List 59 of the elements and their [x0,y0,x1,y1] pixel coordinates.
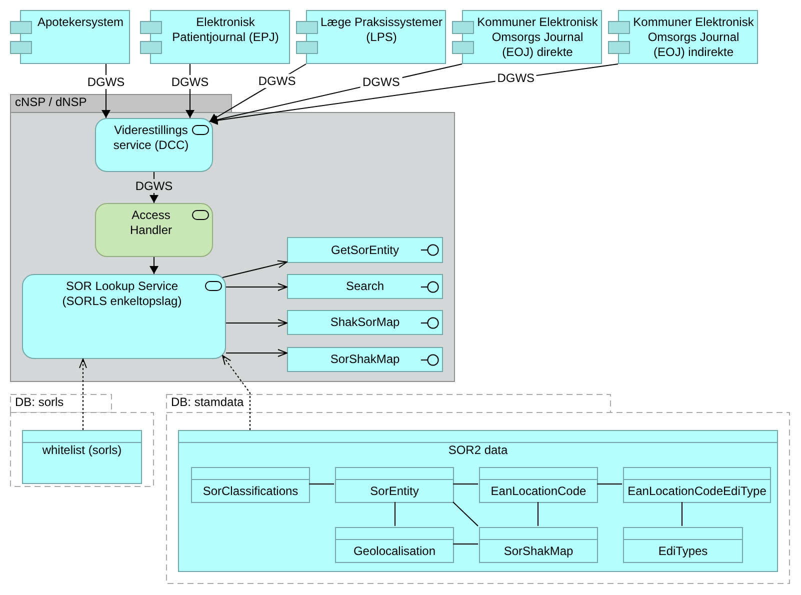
table-box [191,467,310,503]
component-label: Kommuner Elektronisk Omsorgs Journal (EOJ) direkte [476,15,599,60]
package-frame [10,94,455,382]
edge-label: DGWS [169,74,211,89]
table-name: SorEntity [370,484,419,498]
interface-label: Search [346,279,384,294]
service-label: Viderestillings service (DCC) [112,123,190,153]
table-name: Geolocalisation [353,544,436,558]
dotted-arrow [79,358,87,430]
package-title: DB: sorls [15,395,64,410]
table-name: SOR2 data [448,443,508,458]
arrow [222,260,288,278]
table-box [335,467,454,503]
service-box [95,203,213,257]
edge-label: DGWS [133,178,175,193]
component-label: Elektronisk Patientjournal (EPJ) [171,15,280,45]
interface-label: GetSorEntity [330,242,400,258]
interface-box [287,237,443,263]
edge-label: DGWS [85,74,127,89]
table-box [178,430,778,572]
edge-label: DGWS [495,71,537,86]
dotted-arrow [222,355,250,430]
package-title: DB: stamdata [171,395,244,410]
service-box [95,118,213,172]
arrow [226,319,288,327]
table-box [22,430,142,484]
package-title: cNSP / dNSP [15,95,87,110]
table-box [623,467,771,503]
arrow [226,349,288,357]
arrow [209,64,618,125]
arrow [226,283,288,291]
table-name: SorShakMap [504,544,574,558]
dashed-package-frame [166,394,790,584]
table-name: whitelist (sorls) [42,443,122,458]
table-name: SorClassifications [202,484,298,498]
interface-label: SorShakMap [330,352,400,367]
interface-box [287,310,443,335]
table-box [479,467,598,503]
dashed-package-frame [10,394,154,487]
table-name: EdiTypes [658,544,708,558]
service-label: SOR Lookup Service (SORLS enkeltopslag) [61,279,183,309]
connector-line [394,502,396,526]
component-label: Kommuner Elektronisk Omsorgs Journal (EOJ) indirekte [632,15,755,60]
edge-label: DGWS [256,74,298,88]
connector-line [452,502,478,526]
service-label: Access Handler [128,208,174,238]
table-name: EanLocationCode [490,484,586,498]
arrow [150,256,158,274]
table-box [335,527,454,563]
edge-label: DGWS [360,75,402,90]
interface-box [287,347,443,372]
component-label: Læge Praksissystemer (LPS) [319,15,444,45]
table-box [479,527,598,563]
interface-label: ShakSorMap [330,315,400,330]
table-box [623,527,743,563]
table-name: EanLocationCodeEdiType [628,484,766,498]
interface-box [287,274,443,299]
component-label: Apotekersystem [36,15,125,30]
service-box [22,274,226,359]
